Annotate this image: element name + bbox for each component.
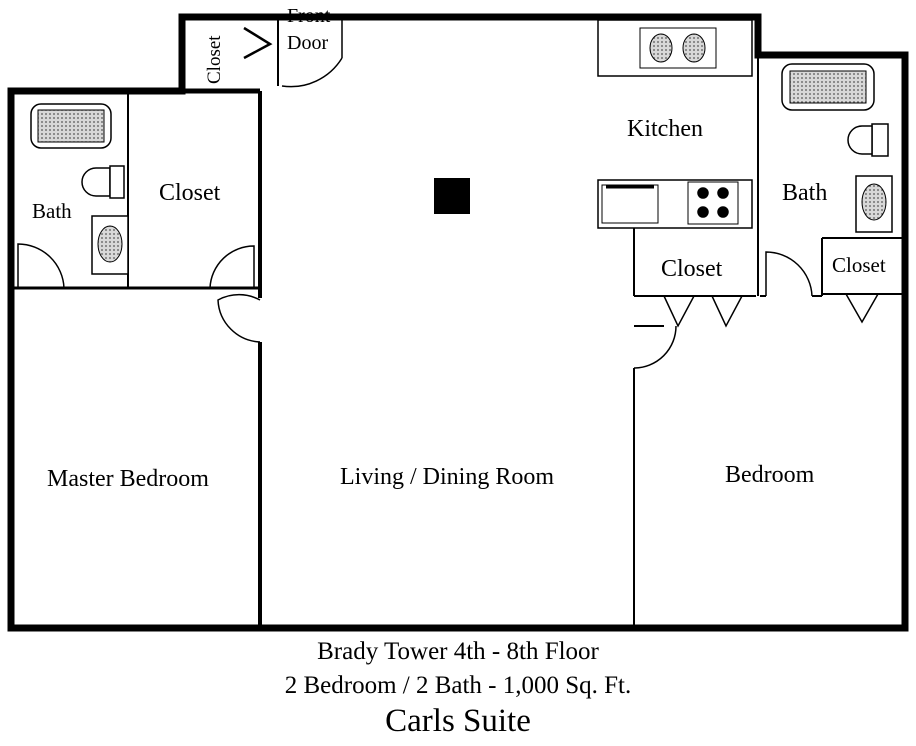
front-door-label-2: Door xyxy=(287,32,328,54)
closet-right-a-label: Closet xyxy=(661,256,723,282)
bath-right-label: Bath xyxy=(782,180,827,206)
closet-bifold-b xyxy=(711,295,743,328)
bath-left-label: Bath xyxy=(32,199,72,223)
floor-plan: Closet Front Door Kitchen Bath Closet Ba… xyxy=(7,5,909,632)
closet-right-b-label: Closet xyxy=(832,253,886,277)
master-bedroom-label: Master Bedroom xyxy=(47,466,209,492)
living-dining-label: Living / Dining Room xyxy=(340,464,554,490)
master-bedroom-door xyxy=(217,293,261,343)
kitchen-fixtures xyxy=(597,19,753,229)
bedroom-label: Bedroom xyxy=(725,462,815,488)
closet-door xyxy=(633,325,677,369)
right-bath-fixtures xyxy=(781,63,893,233)
closet-right-bifold xyxy=(845,293,879,324)
front-door-label-1: Front xyxy=(287,5,331,27)
stove-icon xyxy=(687,181,739,225)
entry-closet-door xyxy=(243,26,273,60)
room-labels: Closet Front Door Kitchen Bath Closet Ba… xyxy=(32,5,886,492)
toilet-icon xyxy=(871,123,889,157)
building-caption: Brady Tower 4th - 8th Floor xyxy=(317,638,599,665)
bath-right-door xyxy=(765,251,813,297)
closet-bifold-a xyxy=(663,295,695,328)
column-icon xyxy=(434,178,470,214)
specs-caption: 2 Bedroom / 2 Bath - 1,000 Sq. Ft. xyxy=(284,672,632,699)
doors xyxy=(17,19,879,369)
master-bath-fixtures xyxy=(30,103,129,275)
interior-walls xyxy=(14,20,903,626)
refrigerator-icon xyxy=(601,184,659,224)
toilet-icon xyxy=(81,167,111,197)
kitchen-sink-icon xyxy=(649,33,673,63)
closet-master-label: Closet xyxy=(159,180,221,206)
master-bath-door xyxy=(17,243,65,289)
kitchen-label: Kitchen xyxy=(627,116,703,142)
closet-entry-label: Closet xyxy=(204,35,225,84)
outer-walls xyxy=(7,13,909,632)
suite-name-caption: Carls Suite xyxy=(385,703,531,739)
master-closet-door xyxy=(209,245,255,289)
